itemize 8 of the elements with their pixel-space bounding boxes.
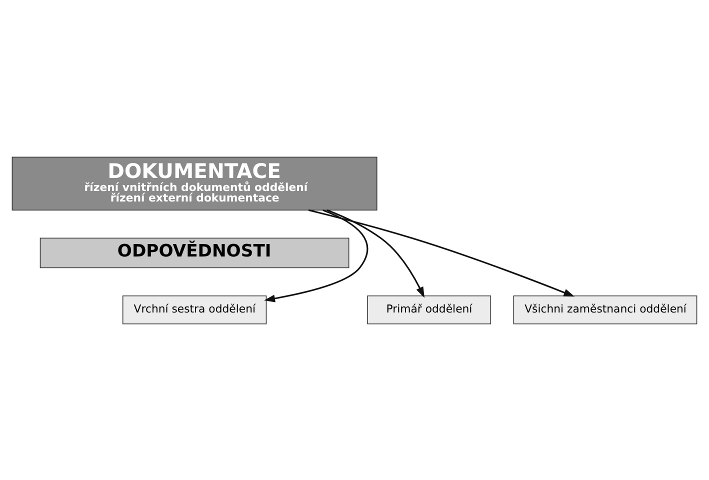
arrow	[308, 208, 575, 296]
arrow	[264, 208, 368, 302]
node-box: DOKUMENTACE řízení vnitřních dokumentů oddělení řízení externí dokumentace	[12, 156, 378, 210]
arrow	[326, 208, 425, 298]
node-box: Všichni zaměstnanci oddělení	[513, 294, 698, 324]
node-box: Primář oddělení	[367, 294, 492, 324]
node-box: ODPOVĚDNOSTI	[40, 237, 350, 268]
node-box: Vrchní sestra oddělení	[122, 294, 267, 324]
